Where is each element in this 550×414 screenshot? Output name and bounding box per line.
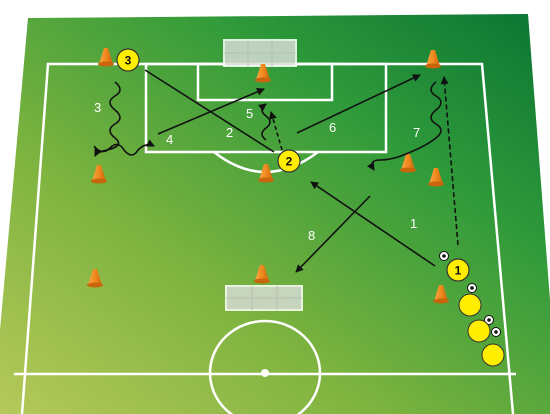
arrow-pass-1 <box>310 181 436 267</box>
sequence-label-3: 3 <box>94 100 101 115</box>
player-2: 2 <box>277 149 301 173</box>
player-3: 3 <box>116 48 140 72</box>
cones <box>87 48 449 304</box>
sequence-label-6: 6 <box>329 120 336 135</box>
player-label: 1 <box>455 264 462 278</box>
ball-icon <box>439 251 449 261</box>
arrow-pass-8 <box>295 195 371 273</box>
ball-icon <box>491 327 501 337</box>
cone-icon <box>91 165 107 184</box>
center-spot <box>261 369 269 377</box>
sequence-labels: 1 2 3 4 5 6 7 8 <box>94 100 420 243</box>
cone-icon <box>400 154 416 173</box>
arrow-pass-6 <box>296 74 421 134</box>
movement-arrows <box>93 69 459 273</box>
cone-icon <box>433 285 449 304</box>
waiting-player <box>458 293 482 317</box>
cone-icon <box>428 168 444 187</box>
arrow-run-1 <box>440 76 459 246</box>
arrow-dribble-7 <box>366 81 442 171</box>
balls <box>439 251 501 337</box>
cone-icon <box>87 269 103 288</box>
player-label: 3 <box>125 54 132 68</box>
cone-icon <box>258 164 274 183</box>
arrow-pass-2 <box>144 69 275 153</box>
ball-icon <box>484 315 494 325</box>
main-goal <box>223 39 297 67</box>
cone-icon <box>254 265 270 284</box>
cone-icon <box>255 64 271 83</box>
center-circle <box>208 319 322 414</box>
arrow-dribble-4 <box>93 139 155 156</box>
cone-icon <box>425 50 441 69</box>
sequence-label-7: 7 <box>413 125 420 140</box>
player-1: 1 <box>446 258 470 282</box>
sequence-label-1: 1 <box>410 216 417 231</box>
waiting-player <box>481 343 505 367</box>
pitch-surface <box>0 14 550 414</box>
waiting-players <box>458 293 505 367</box>
player-label: 2 <box>286 155 293 169</box>
sequence-label-2: 2 <box>226 125 233 140</box>
ball-icon <box>467 283 477 293</box>
sequence-label-8: 8 <box>308 228 315 243</box>
arrow-pass-4 <box>157 88 265 135</box>
waiting-player <box>467 319 491 343</box>
sequence-label-5: 5 <box>246 106 253 121</box>
mini-goal <box>225 285 303 311</box>
arrow-dribble-5 <box>258 103 271 141</box>
sequence-label-4: 4 <box>166 132 173 147</box>
cone-icon <box>98 48 114 67</box>
